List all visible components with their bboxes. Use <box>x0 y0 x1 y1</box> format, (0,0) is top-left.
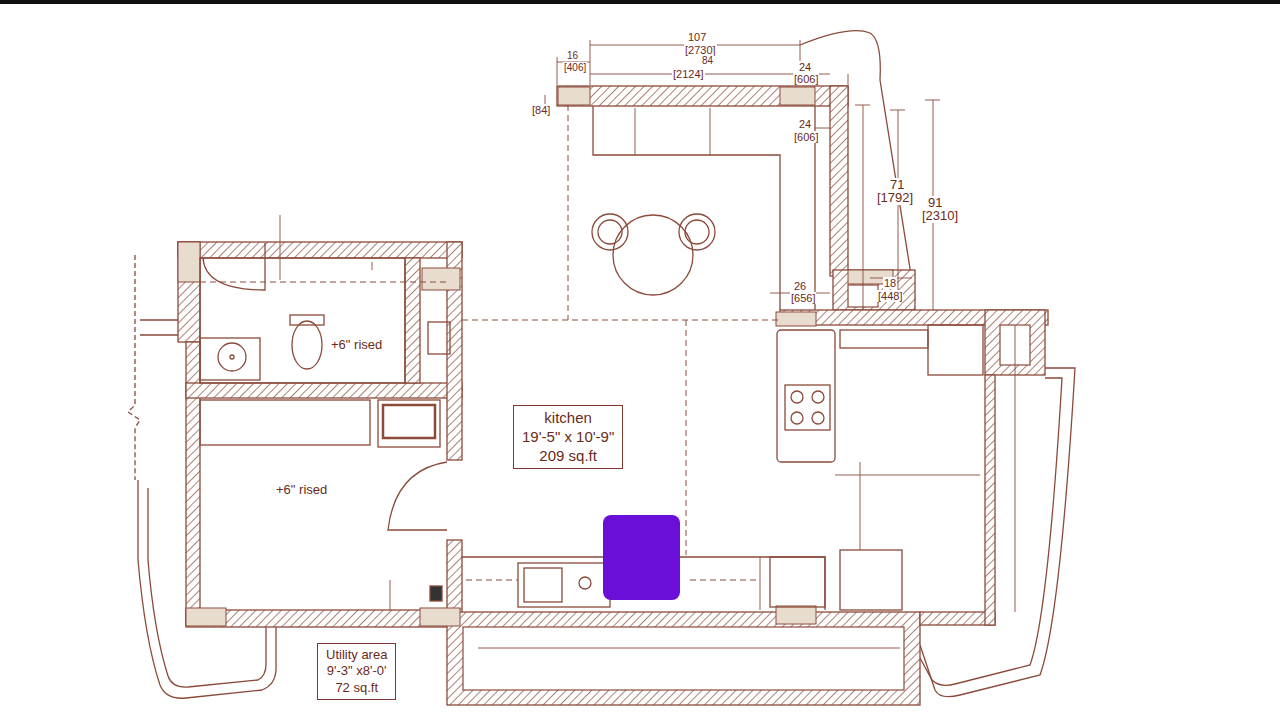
floor-level-note: +6" rised <box>275 483 328 497</box>
wall-openings <box>463 285 1030 690</box>
fixtures <box>200 106 983 610</box>
dimension-lines <box>280 40 1015 648</box>
dimension-text: [406] <box>563 62 587 73</box>
dimension-text: [606] <box>793 73 819 85</box>
dimension-text: [1792] <box>876 191 914 205</box>
dimension-text: 24 <box>798 118 812 130</box>
dimension-text: [606] <box>793 131 819 143</box>
dimension-text: [84] <box>531 104 551 116</box>
room-name: Utility area <box>326 647 387 663</box>
dimension-text: [448] <box>877 290 903 302</box>
room-size: 209 sq.ft <box>522 447 614 466</box>
outer-outlines <box>128 31 1075 699</box>
dimension-text: [2310] <box>921 209 959 223</box>
room-label-box: Utility area9'-3" x8'-0'72 sq.ft <box>317 643 396 700</box>
dimension-text: 84 <box>701 55 714 66</box>
room-size: 9'-3" x8'-0' <box>326 663 387 679</box>
top-bar <box>0 0 1280 4</box>
walls <box>178 86 1048 705</box>
room-size: 72 sq.ft <box>326 680 387 696</box>
floor-level-note: +6" rised <box>330 338 383 352</box>
room-label-box: kitchen19'-5" x 10'-9"209 sq.ft <box>513 405 623 469</box>
dimension-text: 16 <box>566 50 579 61</box>
dimension-text: [2124] <box>672 68 705 80</box>
dimension-text: 18 <box>883 277 897 289</box>
room-size: 19'-5" x 10'-9" <box>522 428 614 447</box>
room-name: kitchen <box>522 409 614 428</box>
dimension-text: 26 <box>793 280 807 292</box>
concrete-blocks <box>178 87 893 626</box>
dimension-text: 107 <box>687 31 707 43</box>
redaction-mark <box>603 515 680 600</box>
dashed-lines <box>200 105 780 580</box>
dimension-text: [656] <box>790 292 816 304</box>
dimension-text: 24 <box>798 61 812 73</box>
